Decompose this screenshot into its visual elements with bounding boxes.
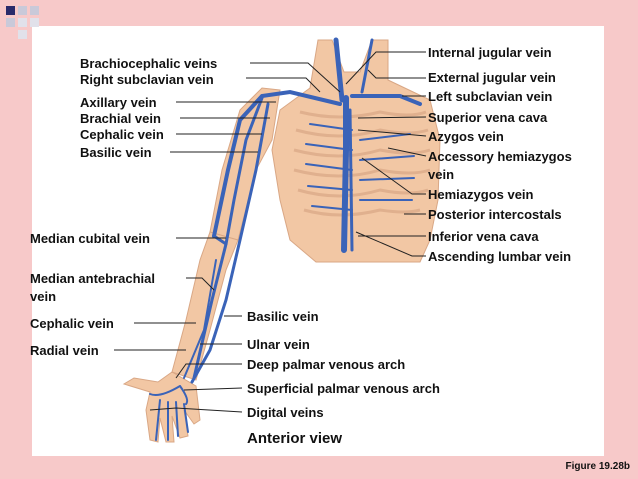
label-basilic-vein-forearm: Basilic vein bbox=[247, 309, 319, 324]
label-median-antebrachial-vein-line2: vein bbox=[30, 289, 57, 304]
label-hemiazygos-vein: Hemiazygos vein bbox=[428, 187, 534, 202]
label-azygos-vein: Azygos vein bbox=[428, 129, 504, 144]
label-cephalic-vein-upper: Cephalic vein bbox=[80, 127, 164, 142]
corner-decoration bbox=[6, 6, 39, 39]
label-right-subclavian-vein: Right subclavian vein bbox=[80, 72, 214, 87]
label-external-jugular-vein: External jugular vein bbox=[428, 70, 556, 85]
label-left-subclavian-vein: Left subclavian vein bbox=[428, 89, 553, 104]
label-superior-vena-cava: Superior vena cava bbox=[428, 110, 548, 125]
vein-network bbox=[149, 37, 422, 441]
label-brachiocephalic-veins: Brachiocephalic veins bbox=[80, 56, 218, 71]
label-superficial-palmar-venous-arch: Superficial palmar venous arch bbox=[247, 381, 440, 396]
label-brachial-vein: Brachial vein bbox=[80, 111, 161, 126]
label-internal-jugular-vein: Internal jugular vein bbox=[428, 45, 552, 60]
ribcage bbox=[293, 110, 431, 217]
figure-number: Figure 19.28b bbox=[565, 461, 630, 472]
label-ulnar-vein: Ulnar vein bbox=[247, 337, 310, 352]
label-axillary-vein: Axillary vein bbox=[80, 95, 157, 110]
label-basilic-vein-upper: Basilic vein bbox=[80, 145, 152, 160]
label-posterior-intercostals: Posterior intercostals bbox=[428, 207, 562, 222]
label-median-antebrachial-vein-line1: Median antebrachial bbox=[30, 271, 155, 286]
label-inferior-vena-cava: Inferior vena cava bbox=[428, 229, 539, 244]
label-accessory-hemiazygos-vein-line1: Accessory hemiazygos bbox=[428, 149, 572, 164]
figure-caption: Anterior view bbox=[247, 430, 343, 447]
label-radial-vein: Radial vein bbox=[30, 343, 99, 358]
label-cephalic-vein-lower: Cephalic vein bbox=[30, 316, 114, 331]
label-accessory-hemiazygos-vein-line2: vein bbox=[428, 167, 455, 182]
label-deep-palmar-venous-arch: Deep palmar venous arch bbox=[247, 357, 406, 372]
label-median-cubital-vein: Median cubital vein bbox=[30, 231, 150, 246]
label-digital-veins: Digital veins bbox=[247, 405, 324, 420]
label-ascending-lumbar-vein: Ascending lumbar vein bbox=[428, 249, 572, 264]
leader-lines bbox=[114, 51, 427, 413]
